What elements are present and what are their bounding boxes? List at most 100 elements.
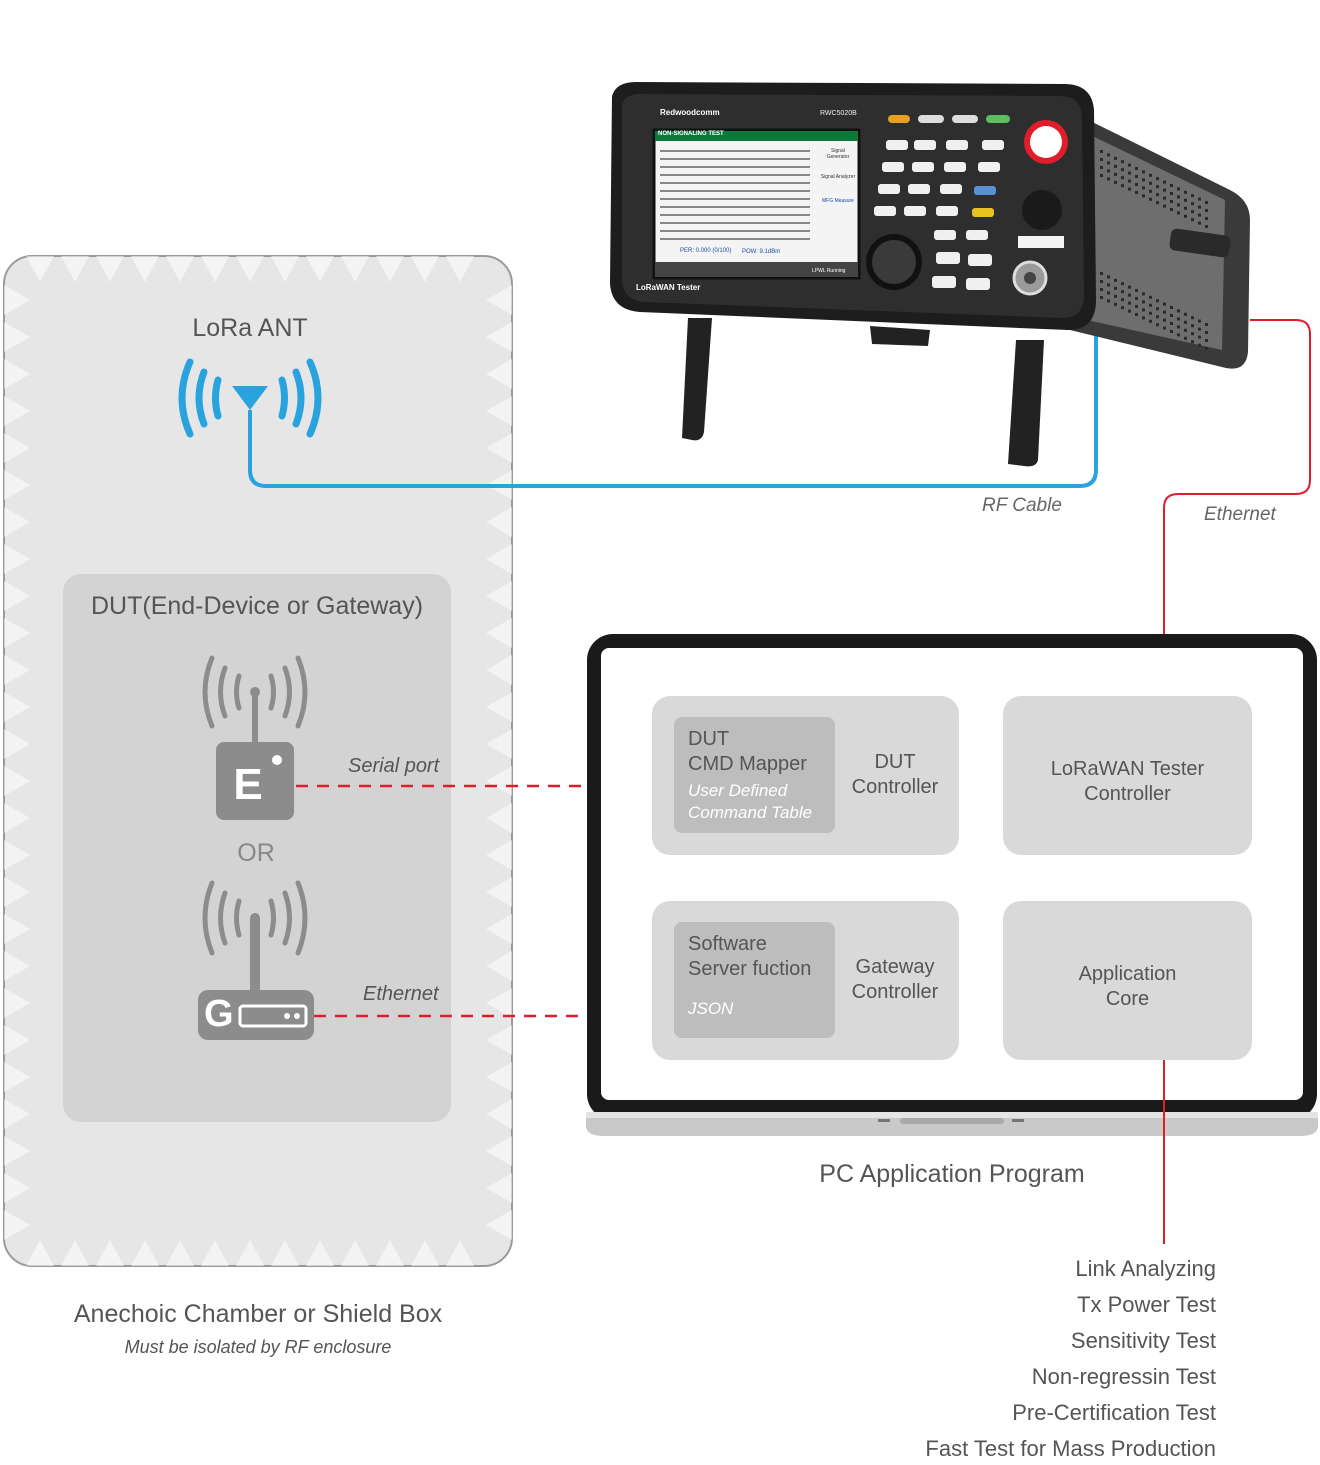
vent-hole	[1135, 167, 1138, 170]
vent-hole	[1142, 300, 1145, 304]
tester-key[interactable]	[934, 230, 956, 240]
tester-key[interactable]	[904, 206, 926, 216]
vent-hole	[1170, 208, 1173, 211]
rf-cable-label: RF Cable	[982, 495, 1062, 516]
chamber-spike	[4, 285, 30, 315]
ethernet-left-label: Ethernet	[363, 983, 439, 1005]
gateway-controller-label2: Controller	[851, 981, 939, 1003]
vent-hole	[1107, 177, 1110, 181]
dut-controller-box[interactable]: DUT CMD Mapper User Defined Command Tabl…	[652, 696, 959, 855]
test-item-non-regression: Non-regressin Test	[1031, 1364, 1216, 1389]
screen-row	[660, 182, 810, 184]
vent-hole	[1114, 302, 1117, 306]
vent-hole	[1177, 195, 1180, 199]
chamber-spike	[4, 359, 30, 389]
vent-hole	[1114, 156, 1117, 160]
tester-controller-box[interactable]: LoRaWAN Tester Controller	[1003, 696, 1252, 855]
gateway-signal-icon	[202, 880, 308, 956]
vent-hole	[1205, 209, 1208, 212]
vent-hole	[1121, 168, 1124, 172]
vent-hole	[1163, 196, 1166, 200]
vent-hole	[1191, 316, 1194, 320]
tester-brand: Redwoodcomm	[660, 108, 720, 117]
screen-row	[660, 150, 810, 152]
vent-hole	[1177, 211, 1180, 215]
vent-hole	[1149, 295, 1152, 299]
vent-hole	[1121, 176, 1124, 180]
vent-hole	[1205, 323, 1208, 326]
chamber-spike	[486, 655, 512, 685]
tester-menu-2[interactable]: Signal Analyzer	[820, 174, 856, 180]
tester-key[interactable]	[966, 230, 988, 240]
chamber-spike	[486, 1173, 512, 1203]
vent-hole	[1163, 302, 1166, 306]
tester-menu-3[interactable]: MFG Measure	[822, 198, 854, 204]
vent-hole	[1170, 314, 1173, 317]
tester-screen-title: NON-SIGNALING TEST	[658, 131, 724, 137]
tester-key[interactable]	[936, 206, 958, 216]
app-core-line1: Application	[1078, 963, 1177, 985]
chamber-spike	[4, 914, 30, 944]
dut-inner-line2: CMD Mapper	[688, 753, 807, 775]
tester-key[interactable]	[982, 140, 1004, 150]
vent-hole	[1198, 343, 1201, 347]
vent-hole	[1149, 197, 1152, 201]
chamber-spike	[486, 433, 512, 463]
antenna-label: LoRa ANT	[192, 314, 308, 342]
chamber-spike	[201, 256, 229, 282]
chamber-spike	[4, 581, 30, 611]
vent-hole	[1177, 325, 1180, 329]
vent-hole	[1205, 331, 1208, 334]
vent-hole	[1107, 291, 1110, 295]
vent-hole	[1107, 161, 1110, 165]
chamber-spike	[4, 1025, 30, 1055]
vent-hole	[1191, 340, 1194, 344]
vent-hole	[1135, 297, 1138, 300]
vent-hole	[1156, 177, 1159, 181]
chamber-spike	[486, 1210, 512, 1240]
screen-row	[660, 238, 810, 240]
chamber-spike	[4, 803, 30, 833]
chamber-spike	[411, 256, 439, 282]
tester-key[interactable]	[878, 184, 900, 194]
chamber-spike	[4, 840, 30, 870]
gateway-controller-box[interactable]: Software Server fuction JSON Gateway Con…	[652, 901, 959, 1060]
tester-key[interactable]	[886, 140, 908, 150]
chamber-spike	[486, 581, 512, 611]
vent-hole	[1121, 160, 1124, 164]
tester-key[interactable]	[912, 162, 934, 172]
tester-key[interactable]	[946, 140, 968, 150]
tester-key[interactable]	[908, 184, 930, 194]
vent-hole	[1177, 203, 1180, 207]
tester-key[interactable]	[978, 162, 1000, 172]
tester-key[interactable]	[940, 184, 962, 194]
vent-hole	[1107, 169, 1110, 173]
application-core-box[interactable]: Application Core	[1003, 901, 1252, 1060]
chamber-spike	[4, 729, 30, 759]
chamber-spike	[236, 1240, 264, 1266]
vent-hole	[1100, 280, 1103, 283]
test-item-link-analyzing: Link Analyzing	[1075, 1256, 1216, 1281]
vent-hole	[1205, 339, 1208, 342]
tester-key[interactable]	[882, 162, 904, 172]
vent-hole	[1128, 171, 1131, 175]
vent-hole	[1121, 306, 1124, 310]
chamber-spike	[4, 507, 30, 537]
tester-key[interactable]	[944, 162, 966, 172]
tester-menu-1[interactable]: Signal Generator	[826, 148, 850, 160]
tester-key[interactable]	[874, 206, 896, 216]
screen-row	[660, 198, 810, 200]
chamber-spike	[96, 1240, 124, 1266]
chamber-spike	[4, 988, 30, 1018]
vent-hole	[1100, 288, 1103, 291]
tester-key[interactable]	[914, 140, 936, 150]
chamber-spike	[486, 507, 512, 537]
vent-hole	[1163, 318, 1166, 322]
chamber-spike	[61, 1240, 89, 1266]
vent-hole	[1184, 214, 1187, 218]
vent-hole	[1142, 194, 1145, 198]
vent-hole	[1128, 301, 1131, 305]
tester-model: RWC5020B	[820, 110, 857, 117]
vent-hole	[1128, 309, 1131, 313]
chamber-spike	[486, 618, 512, 648]
